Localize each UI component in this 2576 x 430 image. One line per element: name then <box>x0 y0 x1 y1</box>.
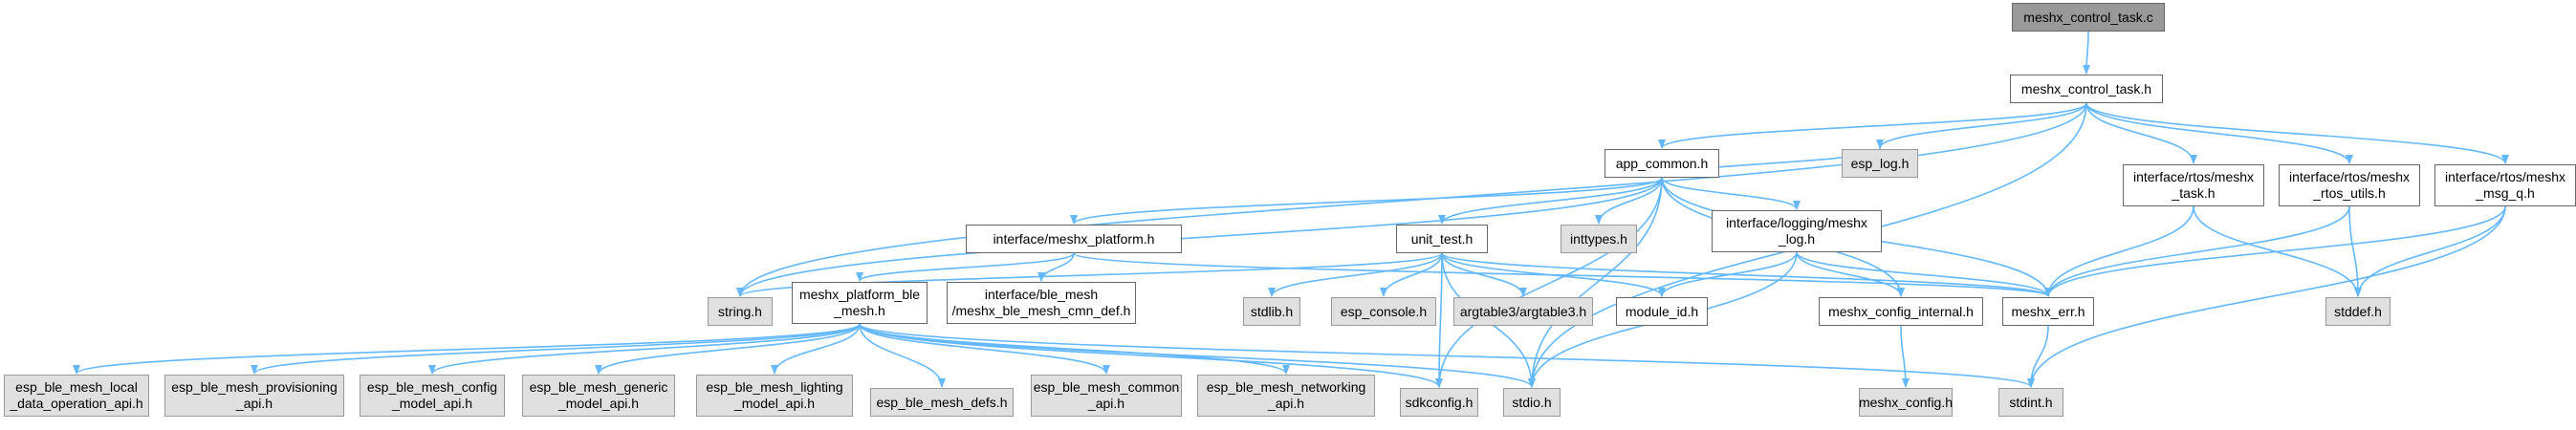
edge-n_platform_ble-to-n_common_api <box>859 323 1110 375</box>
node-string-h: string.h <box>708 297 773 326</box>
node-meshx-config-h: meshx_config.h <box>1859 388 1953 417</box>
edge-n_app_common-to-n_sdkconfig <box>1435 177 1663 388</box>
node-esp-console-h: esp_console.h <box>1331 297 1436 326</box>
edge-n_unit_test-to-n_string <box>736 252 1443 297</box>
edge-n_app_common-to-n_platform <box>1070 177 1663 225</box>
node-unit-test-h[interactable]: unit_test.h <box>1396 225 1488 253</box>
node-meshx-platform-ble-mesh-h[interactable]: meshx_platform_ble _mesh.h <box>792 282 928 324</box>
node-app-common-h[interactable]: app_common.h <box>1605 149 1719 178</box>
node-meshx-config-internal-h[interactable]: meshx_config_internal.h <box>1819 297 1983 326</box>
edge-n_rtos_utils-to-n_stddef <box>2348 205 2362 297</box>
edge-n_logging-to-n_module_id <box>1658 251 1798 297</box>
edge-n_cfg_internal-to-n_meshx_config <box>1900 325 1910 388</box>
edge-n_platform_ble-to-n_sdkconfig <box>859 323 1443 388</box>
node-meshx-control-task-c: meshx_control_task.c <box>2012 3 2165 32</box>
node-rtos-meshx-rtos-utils-h[interactable]: interface/rtos/meshx _rtos_utils.h <box>2279 164 2420 206</box>
edge-n_platform_ble-to-n_local_data <box>73 323 861 375</box>
node-esp-ble-mesh-local-data-api-h: esp_ble_mesh_local _data_operation_api.h <box>4 375 149 417</box>
edge-n_task_h-to-n_rtos_utils <box>2085 102 2353 164</box>
edge-n_app_common-to-n_string <box>736 177 1663 297</box>
node-meshx-control-task-h[interactable]: meshx_control_task.h <box>2010 75 2163 103</box>
edge-n_unit_test-to-n_meshx_err <box>1441 252 2052 297</box>
node-rtos-meshx-task-h[interactable]: interface/rtos/meshx _task.h <box>2123 164 2264 206</box>
edge-n_rtos_utils-to-n_meshx_err <box>2044 205 2350 297</box>
node-esp-ble-mesh-common-api-h: esp_ble_mesh_common _api.h <box>1031 375 1182 417</box>
edge-n_platform_ble-to-n_stdio <box>859 323 1536 388</box>
edge-n_app_common-to-n_logging <box>1661 177 1801 210</box>
edge-n_app_common-to-n_stdio <box>1528 177 1663 388</box>
node-esp-log-h: esp_log.h <box>1842 149 1918 178</box>
edge-n_app_common-to-n_inttypes <box>1595 177 1663 225</box>
node-stdio-h: stdio.h <box>1503 388 1561 417</box>
edge-n_platform_ble-to-n_lighting <box>771 323 861 375</box>
node-meshx-ble-mesh-cmn-def-h[interactable]: interface/ble_mesh /meshx_ble_mesh_cmn_d… <box>947 282 1136 324</box>
edge-n_unit_test-to-n_esp_console <box>1380 252 1443 297</box>
node-rtos-meshx-msg-q-h[interactable]: interface/rtos/meshx _msg_q.h <box>2434 164 2576 206</box>
edge-n_platform_ble-to-n_generic_model <box>595 323 861 375</box>
node-esp-ble-mesh-provisioning-api-h: esp_ble_mesh_provisioning _api.h <box>164 375 344 417</box>
edge-n_rtos_msgq-to-n_stdint <box>2027 205 2506 388</box>
node-meshx-err-h[interactable]: meshx_err.h <box>2002 297 2094 326</box>
node-logging-meshx-log-h[interactable]: interface/logging/meshx _log.h <box>1712 210 1882 252</box>
edge-n_logging-to-n_meshx_err <box>1796 251 2052 297</box>
edge-n_rtos_msgq-to-n_meshx_err <box>2044 205 2506 297</box>
edge-n_task_h-to-n_rtos_task <box>2085 102 2197 164</box>
node-esp-ble-mesh-generic-model-api-h: esp_ble_mesh_generic _model_api.h <box>522 375 675 417</box>
edge-n_rtos_msgq-to-n_stddef <box>2354 205 2506 297</box>
edge-n_platform-to-n_meshx_err <box>1073 252 2052 297</box>
node-meshx-platform-h[interactable]: interface/meshx_platform.h <box>966 225 1182 253</box>
edge-n_platform_ble-to-n_config_model <box>428 323 861 375</box>
node-esp-ble-mesh-networking-api-h: esp_ble_mesh_networking _api.h <box>1197 375 1375 417</box>
edge-n_app_common-to-n_unit_test <box>1438 177 1663 225</box>
edge-n_task_c-to-n_task_h <box>2083 31 2091 75</box>
edge-n_task_h-to-n_app_common <box>1658 102 2087 149</box>
edge-n_unit_test-to-n_sdkconfig <box>1435 252 1444 388</box>
edge-n_platform_ble-to-n_stdint <box>859 323 2035 388</box>
edge-n_logging-to-n_cfg_internal <box>1796 251 1905 297</box>
node-esp-ble-mesh-defs-h: esp_ble_mesh_defs.h <box>870 388 1014 417</box>
node-stddef-h: stddef.h <box>2325 297 2390 326</box>
edge-n_task_h-to-n_rtos_msgq <box>2085 102 2509 164</box>
edge-n_platform_ble-to-n_provisioning <box>251 323 861 375</box>
node-module-id-h[interactable]: module_id.h <box>1616 297 1708 326</box>
edge-n_platform-to-n_platform_ble <box>856 252 1075 282</box>
node-inttypes-h: inttypes.h <box>1561 225 1637 253</box>
edge-n_task_h-to-n_string <box>736 102 2087 297</box>
edge-n_platform-to-n_cmn_def <box>1037 252 1075 282</box>
node-stdint-h: stdint.h <box>1998 388 2063 417</box>
edge-n_unit_test-to-n_stdlib <box>1268 252 1443 297</box>
edge-n_unit_test-to-n_argtable <box>1441 252 1527 297</box>
node-esp-ble-mesh-config-model-api-h: esp_ble_mesh_config _model_api.h <box>360 375 505 417</box>
edge-n_task_h-to-n_esp_log <box>1876 102 2087 149</box>
node-argtable3-h: argtable3/argtable3.h <box>1453 297 1593 326</box>
node-esp-ble-mesh-lighting-model-api-h: esp_ble_mesh_lighting _model_api.h <box>696 375 853 417</box>
node-sdkconfig-h: sdkconfig.h <box>1400 388 1478 417</box>
edge-n_platform_ble-to-n_defs <box>859 323 946 388</box>
edge-n_unit_test-to-n_module_id <box>1441 252 1666 297</box>
node-stdlib-h: stdlib.h <box>1243 297 1300 326</box>
edge-n_rtos_task-to-n_meshx_err <box>2044 205 2194 297</box>
